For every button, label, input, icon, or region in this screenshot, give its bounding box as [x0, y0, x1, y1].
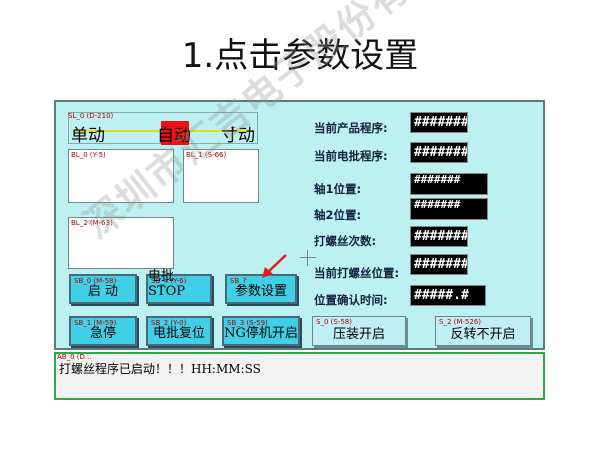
mode-jog-label[interactable]: 寸动 [221, 126, 255, 146]
screw-count-label: 打螺丝次数: [314, 234, 377, 248]
status-tag: AB_0 (D... [57, 353, 92, 361]
button-label: 压装开启 [332, 327, 385, 342]
parameter-settings-button[interactable]: SB_? 参数设置 [225, 274, 297, 304]
list-box-bl1[interactable]: BL_1 (S-66) [183, 149, 259, 203]
position-confirm-time-label: 位置确认时间: [314, 293, 388, 307]
list-box-tag: BL_2 (M-63) [71, 219, 113, 227]
button-label: 反转不开启 [450, 327, 516, 342]
selector-active-indicator [161, 121, 189, 145]
slide-title: 1.点击参数设置 [181, 36, 419, 76]
list-box-bl2[interactable]: BL_2 (M-63) [68, 217, 174, 269]
current-screw-position-value: ######## [410, 254, 468, 275]
axis1-position-label: 轴1位置: [314, 182, 362, 196]
button-tag: SB_? [230, 277, 247, 285]
screw-count-value: ######## [410, 226, 468, 247]
mode-selector-switch[interactable]: SL_0 (D-210) 单动 自动 T 寸动 [68, 112, 258, 146]
button-tag: SB_2 (Y-0) [151, 319, 187, 327]
button-tag: SB_3 (S-59) [227, 319, 268, 327]
axis2-position-value: ####### [410, 198, 488, 220]
driver-stop-button[interactable]: SB_4 (Y-6) 电批STOP [146, 269, 212, 304]
button-label: 急停 [89, 326, 116, 341]
current-driver-program-value: ######## [410, 142, 468, 163]
button-label: NG停机开启 [224, 326, 298, 341]
axis1-position-value: ####### [410, 173, 488, 195]
button-label: 启 动 [87, 284, 119, 299]
current-screw-position-label: 当前打螺丝位置: [314, 266, 400, 280]
start-button[interactable]: SB_0 (M-58) 启 动 [69, 274, 137, 304]
list-box-bl0[interactable]: BL_0 (Y-5) [68, 149, 174, 203]
mode-jog-tag: T [231, 126, 236, 134]
current-driver-program-label: 当前电批程序: [314, 149, 388, 163]
button-tag: SB_4 (Y-6) [151, 277, 187, 285]
axis2-position-label: 轴2位置: [314, 208, 362, 222]
ng-stop-enable-button[interactable]: SB_3 (S-59) NG停机开启 [222, 316, 300, 346]
crosshair-icon [300, 250, 316, 266]
hmi-panel: SL_0 (D-210) 单动 自动 T 寸动 BL_0 (Y-5) BL_1 … [54, 100, 545, 400]
button-label: 电批复位 [152, 326, 205, 341]
current-product-program-label: 当前产品程序: [314, 121, 388, 135]
press-enable-button[interactable]: S_0 (S-58) 压装开启 [312, 316, 406, 346]
current-product-program-value: ######## [410, 112, 468, 133]
button-tag: SB_1 (M-59) [74, 319, 117, 327]
button-tag: S_2 (M-526) [439, 318, 482, 326]
red-arrow-icon [262, 254, 287, 278]
button-label: 参数设置 [234, 284, 287, 299]
button-label: 电批STOP [148, 269, 185, 299]
mode-single-label[interactable]: 单动 [71, 126, 105, 146]
emergency-stop-button[interactable]: SB_1 (M-59) 急停 [69, 316, 137, 346]
status-message: 打螺丝程序已启动！！！HH:MM:SS [59, 362, 261, 376]
list-box-tag: BL_0 (Y-5) [71, 151, 106, 159]
driver-reset-button[interactable]: SB_2 (Y-0) 电批复位 [146, 316, 212, 346]
position-confirm-time-value: #####.# [410, 285, 486, 306]
mode-selector-tag: SL_0 (D-210) [68, 112, 114, 120]
list-box-tag: BL_1 (S-66) [186, 151, 227, 159]
button-tag: S_0 (S-58) [316, 318, 352, 326]
reverse-disable-button[interactable]: S_2 (M-526) 反转不开启 [435, 316, 531, 346]
hmi-screen: SL_0 (D-210) 单动 自动 T 寸动 BL_0 (Y-5) BL_1 … [54, 100, 545, 350]
alarm-status-bar: AB_0 (D... 打螺丝程序已启动！！！HH:MM:SS [54, 352, 545, 400]
button-tag: SB_0 (M-58) [74, 277, 117, 285]
mode-auto-label[interactable]: 自动 [157, 126, 191, 146]
